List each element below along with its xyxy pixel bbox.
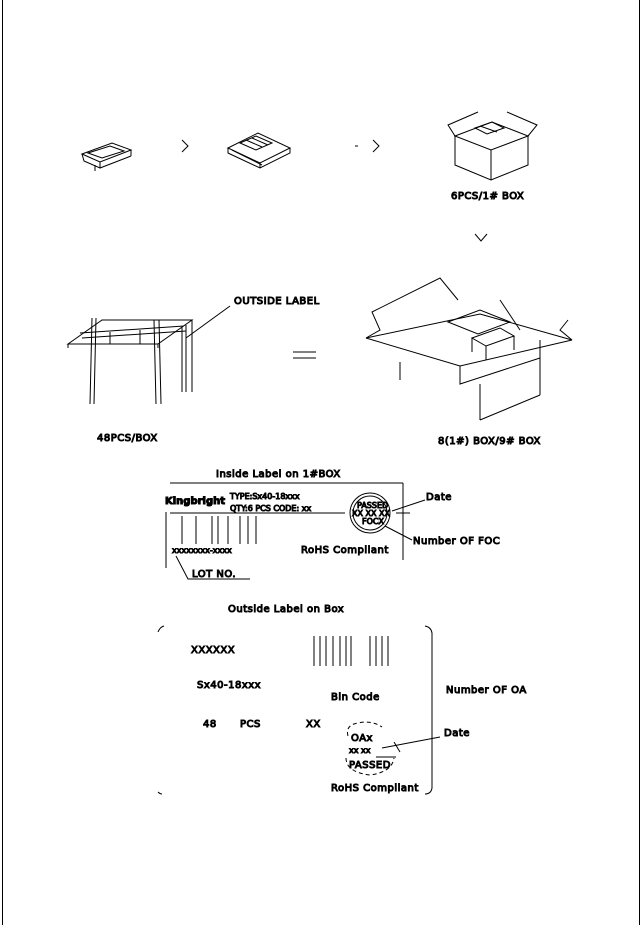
page-frame-right [639,0,640,925]
outside-barcode [313,636,389,666]
box-count: 8(1#) BOX/9# BOX [438,436,541,447]
oax: OAx [351,733,373,744]
outside-label-frame [157,625,433,795]
box-caption: 6PCS/1# BOX [451,191,524,202]
lot-callout: LOT NO. [192,569,236,580]
small-box-icon [447,111,538,181]
down-arrow-icon [474,233,488,242]
inside-rohs: RoHS Compliant [301,545,389,556]
pcs-per-box: 48PCS/BOX [97,433,158,444]
foc-callout: Number OF FOC [413,536,500,547]
outside-qty-unit: PCS [240,719,261,730]
outside-date-callout: Date [444,728,470,739]
oa-passed: PASSED [349,760,391,771]
arrow-icon [181,139,189,153]
lot-code: xxxxxxxx-xxxx [172,546,232,555]
oa-seal [345,721,396,776]
seal-passed: PASSED [357,501,388,510]
inside-barcode [181,516,257,544]
outside-part: Sx40-18xxx [197,680,261,691]
inside-label-frame [165,482,410,568]
page-frame-left [2,0,3,925]
seal-foc: FOCX [362,517,384,526]
strapped-box-icon [66,305,231,405]
open-carton-icon [365,277,573,421]
reel-pack-icon [226,132,292,169]
oa-callout: Number OF OA [446,685,527,696]
outside-label-callout: OUTSIDE LABEL [234,296,320,307]
foc-leader [384,525,413,541]
date-leader [391,499,426,512]
oa-date-leader [381,736,441,749]
outside-code: XXXXXX [191,645,235,656]
outside-label-title: Outside Label on Box [228,604,344,615]
equals-icon [293,351,316,359]
inside-label-type: TYPE:Sx40-18xxx [229,492,300,501]
arrow-icon [355,139,380,153]
passed-seal [349,492,391,534]
single-part-icon [80,142,133,171]
inside-label-brand: Kingbright [165,496,225,507]
inside-label-qty: QTY:6 PCS CODE: xx [230,504,311,513]
bin-code: Bin Code [331,692,380,703]
outside-rohs: RoHS Compliant [331,783,419,794]
oa-date-tick [393,741,401,753]
seal-date: XX XX XX [352,509,390,518]
outside-qty-num: 48 [203,719,217,730]
inside-date-callout: Date [426,492,452,503]
lot-callout-leader [175,555,250,580]
oa-xx-row: xx xx [349,746,371,755]
inside-label-title: Inside Label on 1#BOX [216,469,341,480]
outside-xx: XX [306,719,321,730]
